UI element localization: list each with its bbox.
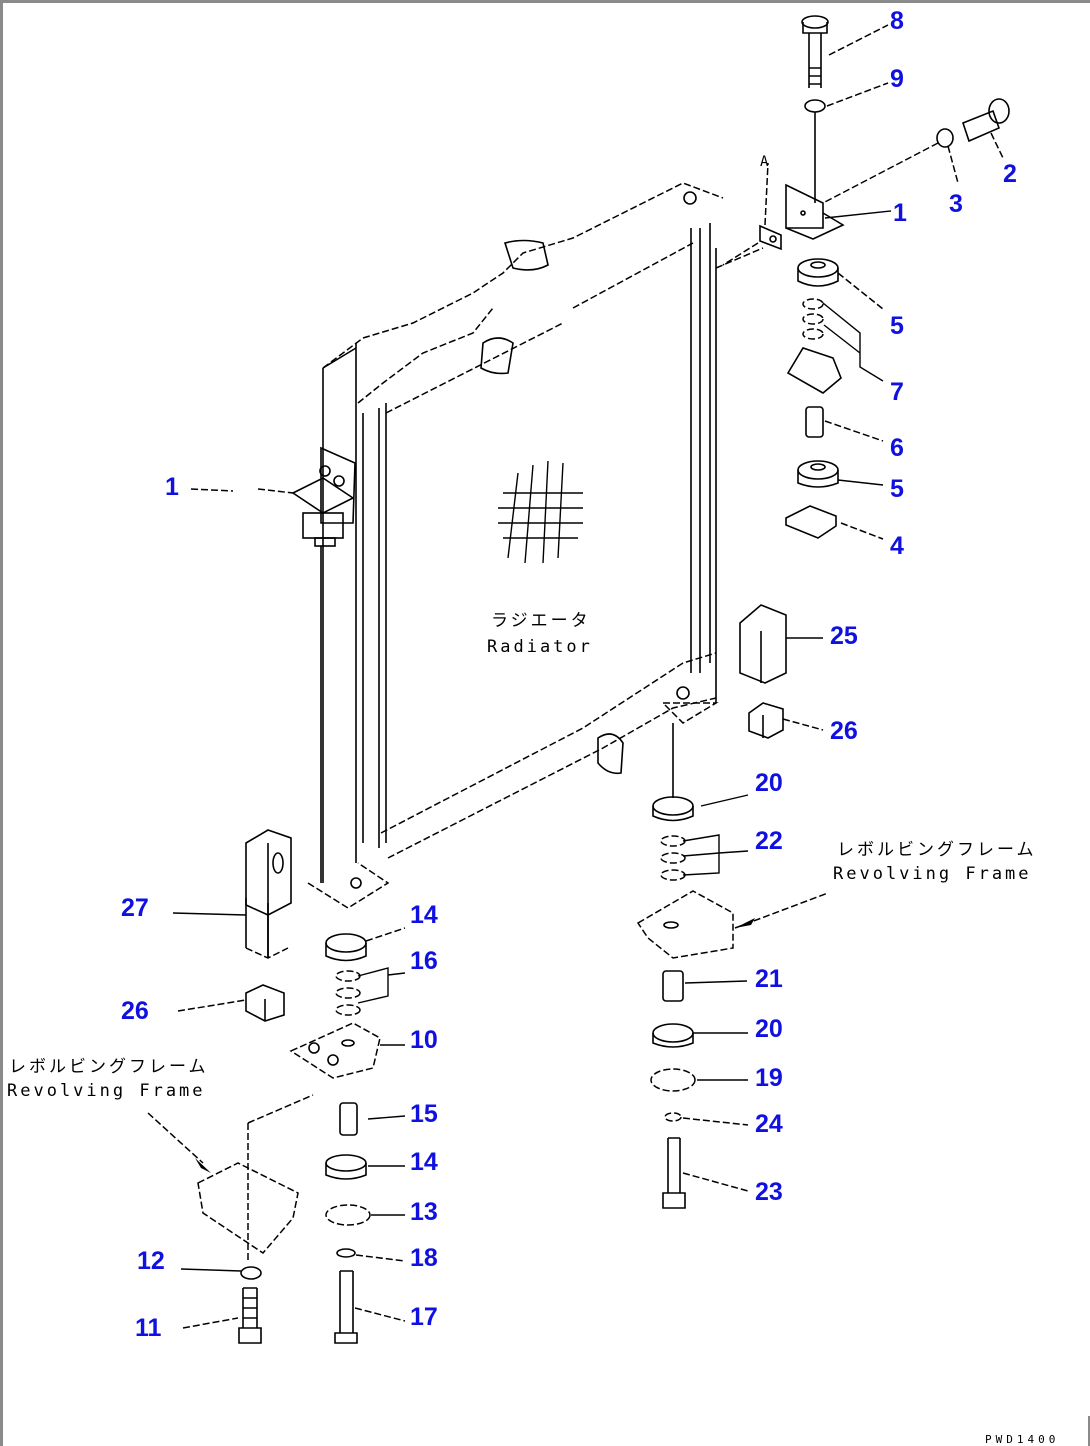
callout-2: 2 xyxy=(1003,160,1017,188)
callout-12: 12 xyxy=(137,1247,165,1275)
diagram-drawing xyxy=(147,15,1010,1344)
radiator-label: Radiator xyxy=(487,637,593,657)
radiator xyxy=(307,182,764,909)
callout-16: 16 xyxy=(410,947,438,975)
callout-13: 13 xyxy=(410,1198,438,1226)
callout-26-left: 26 xyxy=(121,997,149,1025)
callout-24: 24 xyxy=(755,1110,783,1138)
callout-11: 11 xyxy=(135,1314,162,1342)
callout-27: 27 xyxy=(121,894,149,922)
callout-1-left: 1 xyxy=(165,473,179,501)
callout-5: 5 xyxy=(890,312,904,340)
frame-label-right: Revolving Frame xyxy=(833,864,1032,884)
callout-20: 20 xyxy=(755,769,783,797)
frame-label-right-jp: レボルビングフレーム xyxy=(837,840,1037,860)
left-lower-hardware xyxy=(147,829,406,1344)
callout-22: 22 xyxy=(755,827,783,855)
callout-4: 4 xyxy=(890,532,904,560)
callout-14: 14 xyxy=(410,901,438,929)
left-mount-bracket xyxy=(291,446,356,883)
view-mark: A xyxy=(760,154,772,170)
callout-23: 23 xyxy=(755,1178,783,1206)
radiator-label-jp: ラジエータ xyxy=(491,611,591,631)
callout-8: 8 xyxy=(890,7,904,35)
leader-1 xyxy=(190,488,294,494)
callout-5-lower: 5 xyxy=(890,475,904,503)
callout-20-lower: 20 xyxy=(755,1015,783,1043)
frame-label-left: Revolving Frame xyxy=(7,1081,206,1101)
callout-21: 21 xyxy=(755,965,783,993)
right-lower-hardware xyxy=(636,723,829,1209)
right-upper-hardware xyxy=(722,15,1010,540)
frame-label-left-jp: レボルビングフレーム xyxy=(9,1057,209,1077)
callout-15: 15 xyxy=(410,1100,438,1128)
callout-10: 10 xyxy=(410,1026,438,1054)
callout-9: 9 xyxy=(890,65,904,93)
callout-6: 6 xyxy=(890,434,904,462)
callout-14-lower: 14 xyxy=(410,1148,438,1176)
callout-26: 26 xyxy=(830,717,858,745)
callout-17: 17 xyxy=(410,1303,438,1331)
callout-19: 19 xyxy=(755,1064,783,1092)
covers xyxy=(739,604,824,739)
callout-1: 1 xyxy=(893,199,907,227)
callout-18: 18 xyxy=(410,1244,438,1272)
callout-7: 7 xyxy=(890,378,904,406)
drawing-code: PWD1400 xyxy=(985,1433,1060,1446)
callout-3: 3 xyxy=(949,190,963,218)
callout-25: 25 xyxy=(830,622,858,650)
